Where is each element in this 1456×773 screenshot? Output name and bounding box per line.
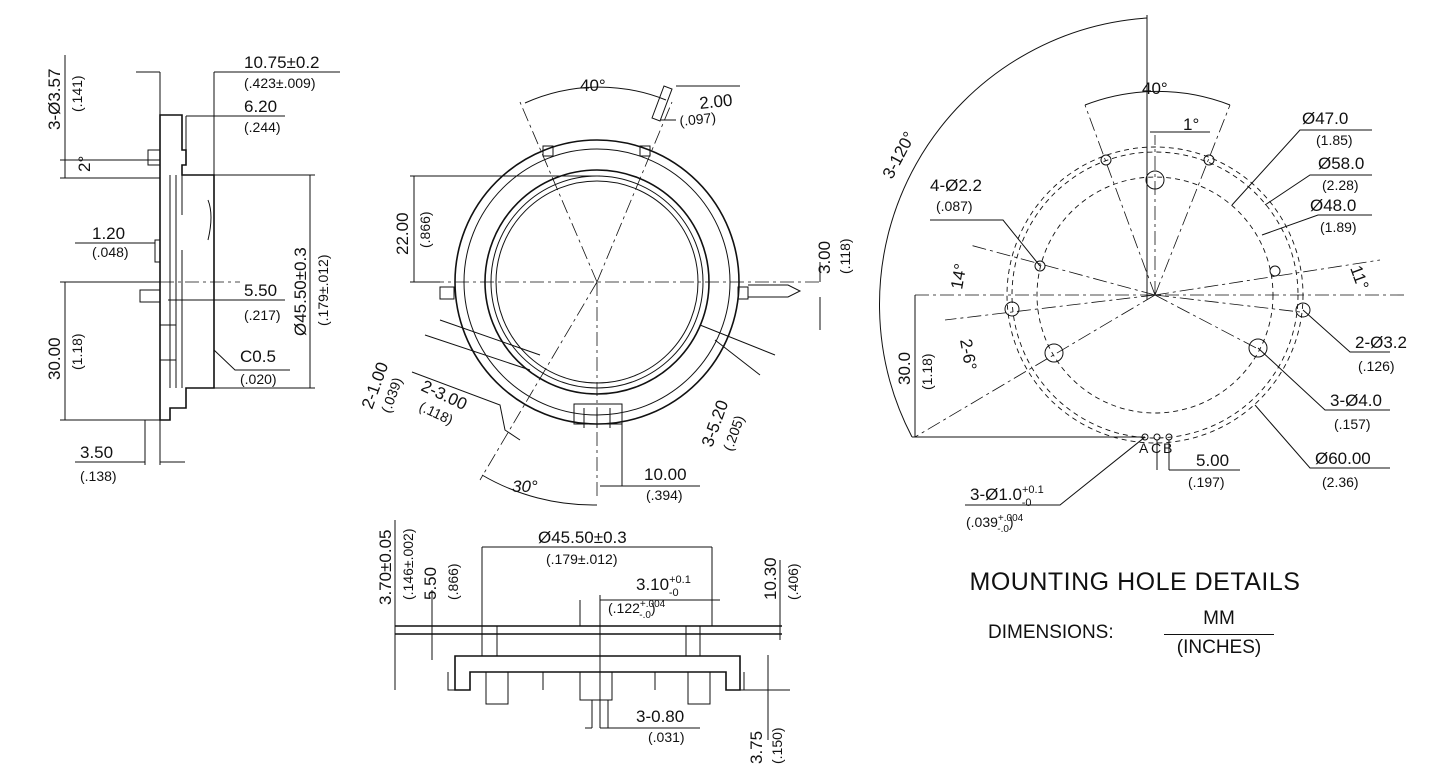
- mount-d60-in: (2.36): [1322, 474, 1359, 490]
- side-dia-in: (.179±.012): [315, 254, 331, 326]
- side-holes-mm: 3-Ø3.57: [45, 69, 64, 130]
- side-dia-mm: Ø45.50±0.3: [291, 247, 310, 336]
- mount-pin-holes-mm: 3-Ø1.0+0.1-0: [970, 484, 1044, 509]
- bottom-h2-mm: 5.50: [421, 567, 440, 600]
- mount-pitch-mm: 5.00: [1196, 451, 1229, 470]
- bottom-slot-in: (.122+.004-.0): [608, 599, 666, 621]
- side-tab-mm: 1.20: [92, 224, 125, 243]
- bottom-height-in: (.406): [785, 563, 801, 600]
- mount-d60-mm: Ø60.00: [1315, 449, 1371, 468]
- side-tab-in: (.048): [92, 244, 129, 260]
- side-offset-in: (.138): [80, 468, 117, 484]
- mount-d58-mm: Ø58.0: [1318, 154, 1364, 173]
- bottom-pins-mm: 3-0.80: [636, 707, 684, 726]
- bottom-h2-in: (.866): [445, 563, 461, 600]
- mount-angle-14: 14°: [947, 262, 970, 291]
- side-pin-in: (.217): [244, 307, 281, 323]
- mount-height-mm: 30.0: [895, 352, 914, 385]
- bottom-pin-len-in: (.150): [769, 727, 785, 764]
- side-depth-body-mm: 6.20: [244, 97, 277, 116]
- drawing-title: MOUNTING HOLE DETAILS: [969, 568, 1301, 596]
- mount-angle-arc: 3-120°: [879, 129, 919, 182]
- front-angle-top: 40°: [580, 76, 606, 95]
- mount-holes32-mm: 2-Ø3.2: [1355, 333, 1407, 352]
- front-angle-bottom: 30°: [512, 477, 538, 496]
- legend-label: DIMENSIONS:: [988, 622, 1114, 643]
- side-chamfer-mm: C0.5: [240, 347, 276, 366]
- side-height-in: (1.18): [69, 333, 85, 370]
- hole-center: [1145, 170, 1165, 190]
- side-depth-total-in: (.423±.009): [244, 75, 316, 91]
- mount-holes22-in: (.087): [936, 198, 973, 214]
- mount-holes22-mm: 4-Ø2.2: [930, 176, 982, 195]
- side-angle: 2°: [75, 156, 94, 172]
- front-terminal-in: (.394): [646, 487, 683, 503]
- bottom-dia-in: (.179±.012): [546, 551, 618, 567]
- side-offset-mm: 3.50: [80, 443, 113, 462]
- mount-pitch-in: (.197): [1188, 474, 1225, 490]
- legend-denominator: (INCHES): [1176, 637, 1262, 658]
- mount-angle-11: 11°: [1346, 263, 1372, 292]
- bottom-h1-in: (.146±.002): [400, 528, 416, 600]
- mount-angle-small: 1°: [1183, 115, 1199, 134]
- mount-pin-holes-in: (.039+.004-.0): [966, 513, 1024, 535]
- side-chamfer-in: (.020): [240, 371, 277, 387]
- bottom-dia-mm: Ø45.50±0.3: [538, 528, 627, 547]
- mount-holes40-mm: 3-Ø4.0: [1330, 391, 1382, 410]
- side-holes-in: (.141): [69, 75, 85, 112]
- mount-holes40-in: (.157): [1334, 416, 1371, 432]
- front-offset-in: (.866): [417, 211, 433, 248]
- mount-holes32-in: (.126): [1358, 358, 1395, 374]
- mounting-view: 3-120° 40° 1° Ø47.0 (1.85) Ø58.0 (2.28) …: [879, 15, 1407, 535]
- front-key-width-in: (.097): [679, 109, 717, 129]
- legend-fraction: MM (INCHES): [1164, 608, 1274, 659]
- mount-height-in: (1.18): [919, 353, 935, 390]
- front-offset-mm: 22.00: [393, 212, 412, 255]
- side-pin-mm: 5.50: [244, 281, 277, 300]
- bottom-slot-mm: 3.10+0.1-0: [636, 574, 691, 599]
- mount-d48-mm: Ø48.0: [1310, 196, 1356, 215]
- mount-label-c: C: [1151, 440, 1161, 456]
- front-pin-in: (.118): [837, 238, 853, 274]
- bottom-h1-mm: 3.70±0.05: [376, 529, 395, 605]
- side-depth-total-mm: 10.75±0.2: [244, 53, 320, 72]
- mount-label-a: A: [1139, 440, 1149, 456]
- front-key-width-mm: 2.00: [698, 91, 733, 113]
- front-pin-mm: 3.00: [815, 241, 834, 274]
- bottom-view-body: [454, 655, 741, 691]
- mount-d47-mm: Ø47.0: [1302, 109, 1348, 128]
- side-view: 10.75±0.2 (.423±.009) 6.20 (.244) 1.20 (…: [45, 53, 340, 484]
- mount-d47-in: (1.85): [1316, 132, 1353, 148]
- bottom-height-mm: 10.30: [761, 557, 780, 600]
- side-depth-body-in: (.244): [244, 119, 281, 135]
- legend-numerator: MM: [1164, 608, 1274, 635]
- mount-angle-26: 2-6°: [956, 337, 980, 371]
- mount-angle-top: 40°: [1142, 79, 1168, 98]
- front-terminal-mm: 10.00: [644, 465, 687, 484]
- mount-label-b: B: [1163, 440, 1172, 456]
- front-view: 40° 2.00 (.097) 22.00 (.866) 3.00 (.118)…: [358, 76, 853, 506]
- bottom-view: Ø45.50±0.3 (.179±.012) 3.70±0.05 (.146±.…: [376, 520, 801, 764]
- mount-d58-in: (2.28): [1322, 177, 1359, 193]
- bottom-pins-in: (.031): [648, 729, 685, 745]
- side-view-body: [159, 114, 215, 421]
- side-height-mm: 30.00: [45, 337, 64, 380]
- mount-d48-in: (1.89): [1320, 219, 1357, 235]
- bottom-pin-len-mm: 3.75: [747, 731, 766, 764]
